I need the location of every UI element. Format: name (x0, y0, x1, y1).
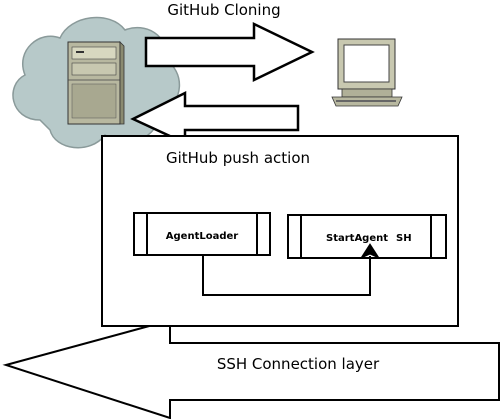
cloning-label: GitHub Cloning (167, 1, 280, 19)
agent-loader-process: AgentLoader (133, 212, 271, 256)
start-agent-label: StartAgent (326, 233, 388, 244)
ssh-connection-arrow (2, 318, 500, 419)
connector-arrowhead (359, 243, 381, 260)
agent-loader-label: AgentLoader (166, 231, 239, 242)
push-action-label: GitHub push action (166, 149, 310, 167)
ssh-connection-label: SSH Connection layer (217, 355, 380, 373)
push-return-arrow (130, 90, 300, 145)
server-icon (67, 41, 125, 125)
cloning-arrow (144, 22, 315, 82)
start-agent-suffix-label: SH (396, 233, 412, 244)
loader-to-starter-connector (202, 255, 371, 296)
desktop-computer-icon (331, 38, 403, 107)
